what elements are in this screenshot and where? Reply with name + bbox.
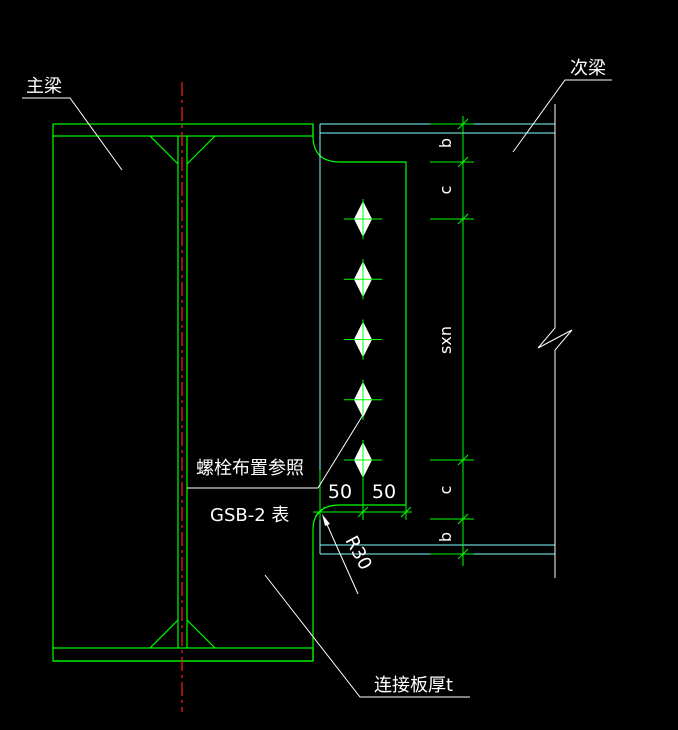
horizontal-dimension	[313, 470, 412, 520]
label-main-beam: 主梁	[26, 76, 62, 97]
dim-tick-3	[457, 213, 469, 225]
label-table-ref: GSB-2 表	[210, 505, 289, 526]
dim-tick-5	[457, 513, 469, 525]
bolt-symbol	[344, 199, 382, 239]
dim-h-tick-3	[400, 506, 412, 518]
leader-main-beam	[22, 97, 123, 171]
stiffener-chamfer-tr	[186, 135, 216, 165]
bolt-group	[344, 199, 382, 480]
dim-c-top: c	[436, 186, 455, 195]
dim-h-tick-1	[314, 506, 326, 518]
leader-plate	[264, 574, 470, 698]
leader-secondary-beam	[512, 79, 612, 153]
label-plate-thickness: 连接板厚t	[374, 675, 453, 696]
bolt-symbol	[344, 379, 382, 420]
label-bolt-note: 螺栓布置参照	[196, 458, 304, 479]
dim-b-top: b	[436, 138, 455, 148]
stiffener-chamfer-bl	[149, 619, 179, 649]
dim-tick-4	[457, 454, 469, 466]
bolt-symbol	[344, 440, 382, 480]
leader-bolt-note	[187, 409, 367, 489]
dim-edge-right: 50	[372, 481, 396, 503]
dim-tick-1	[457, 118, 469, 130]
connection-plate-outline	[312, 124, 407, 661]
stiffener-chamfer-br	[186, 619, 216, 649]
label-secondary-beam: 次梁	[570, 58, 606, 79]
vertical-dimension	[430, 116, 474, 566]
dim-edge-left: 50	[328, 481, 352, 503]
dim-h-tick-2	[357, 506, 369, 518]
main-beam-bottom-flange	[52, 647, 314, 662]
bolt-symbol	[344, 319, 382, 360]
dim-tick-6	[457, 548, 469, 560]
leader-radius	[324, 519, 359, 595]
leader-lines	[22, 79, 612, 698]
bolt-symbol	[344, 259, 382, 300]
main-beam	[52, 123, 407, 662]
stiffener-chamfer-tl	[149, 135, 179, 165]
dim-c-bottom: c	[436, 486, 455, 495]
dim-b-bottom: b	[436, 532, 455, 542]
radius-arrowhead	[322, 514, 330, 526]
dim-tick-2	[457, 156, 469, 168]
dim-sxn: sxn	[436, 326, 455, 354]
break-line	[537, 104, 573, 578]
main-beam-top-flange	[52, 123, 314, 137]
